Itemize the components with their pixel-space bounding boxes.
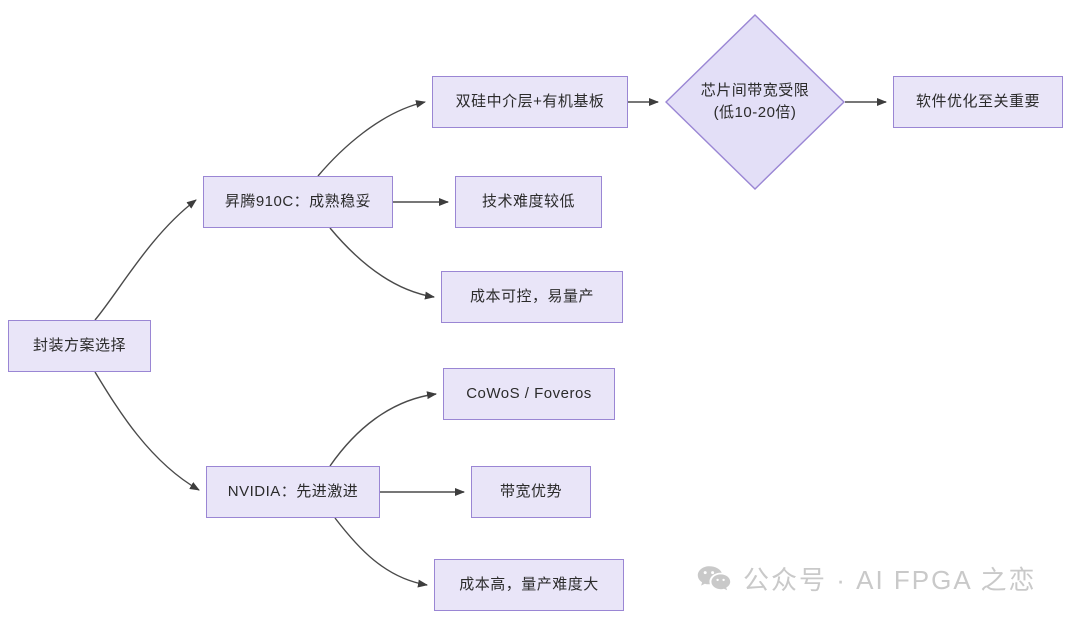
edge-ascend-to-lowcost — [329, 227, 435, 300]
node-nvidia-label: NVIDIA：先进激进 — [227, 482, 359, 500]
node-nvidia[interactable]: NVIDIA：先进激进 — [206, 466, 380, 518]
node-bandwidth-limit-line2: (低10-20倍) — [713, 104, 797, 121]
edge-nvidia-to-highcost — [334, 517, 428, 588]
node-bandwidth-limit-line1: 芯片间带宽受限 — [700, 82, 810, 100]
node-cowos-foveros[interactable]: CoWoS / Foveros — [443, 368, 615, 420]
node-bandwidth-advantage-label: 带宽优势 — [499, 482, 562, 500]
wechat-icon — [697, 565, 731, 593]
node-low-cost[interactable]: 成本可控，易量产 — [441, 271, 623, 323]
node-interposer-label: 双硅中介层+有机基板 — [455, 92, 605, 110]
node-bandwidth-limit[interactable]: 芯片间带宽受限 (低10-20倍) — [665, 14, 845, 190]
node-low-difficulty[interactable]: 技术难度较低 — [455, 176, 602, 228]
diamond-shape — [665, 14, 845, 190]
edge-root-to-nvidia — [94, 371, 200, 491]
node-bandwidth-limit-text: 芯片间带宽受限 (低10-20倍) — [665, 14, 845, 190]
node-low-cost-label: 成本可控，易量产 — [469, 287, 594, 305]
node-ascend[interactable]: 昇腾910C：成熟稳妥 — [203, 176, 393, 228]
node-low-difficulty-label: 技术难度较低 — [481, 192, 575, 210]
watermark: 公众号 · AI FPGA 之恋 — [697, 560, 1036, 597]
node-high-cost-label: 成本高，量产难度大 — [459, 575, 599, 593]
watermark-text: 公众号 · AI FPGA 之恋 — [743, 565, 1037, 595]
node-software-optimization-label: 软件优化至关重要 — [915, 92, 1040, 110]
edge-root-to-ascend — [94, 199, 197, 321]
node-bandwidth-advantage[interactable]: 带宽优势 — [471, 466, 591, 518]
node-ascend-label: 昇腾910C：成熟稳妥 — [224, 192, 372, 210]
node-cowos-foveros-label: CoWoS / Foveros — [466, 384, 592, 402]
node-high-cost[interactable]: 成本高，量产难度大 — [434, 559, 624, 611]
node-root[interactable]: 封装方案选择 — [8, 320, 151, 372]
node-interposer[interactable]: 双硅中介层+有机基板 — [432, 76, 628, 128]
edge-nvidia-to-cowos — [329, 391, 437, 467]
edge-ascend-to-interposer — [317, 100, 426, 177]
node-software-optimization[interactable]: 软件优化至关重要 — [893, 76, 1063, 128]
node-root-label: 封装方案选择 — [32, 336, 126, 354]
